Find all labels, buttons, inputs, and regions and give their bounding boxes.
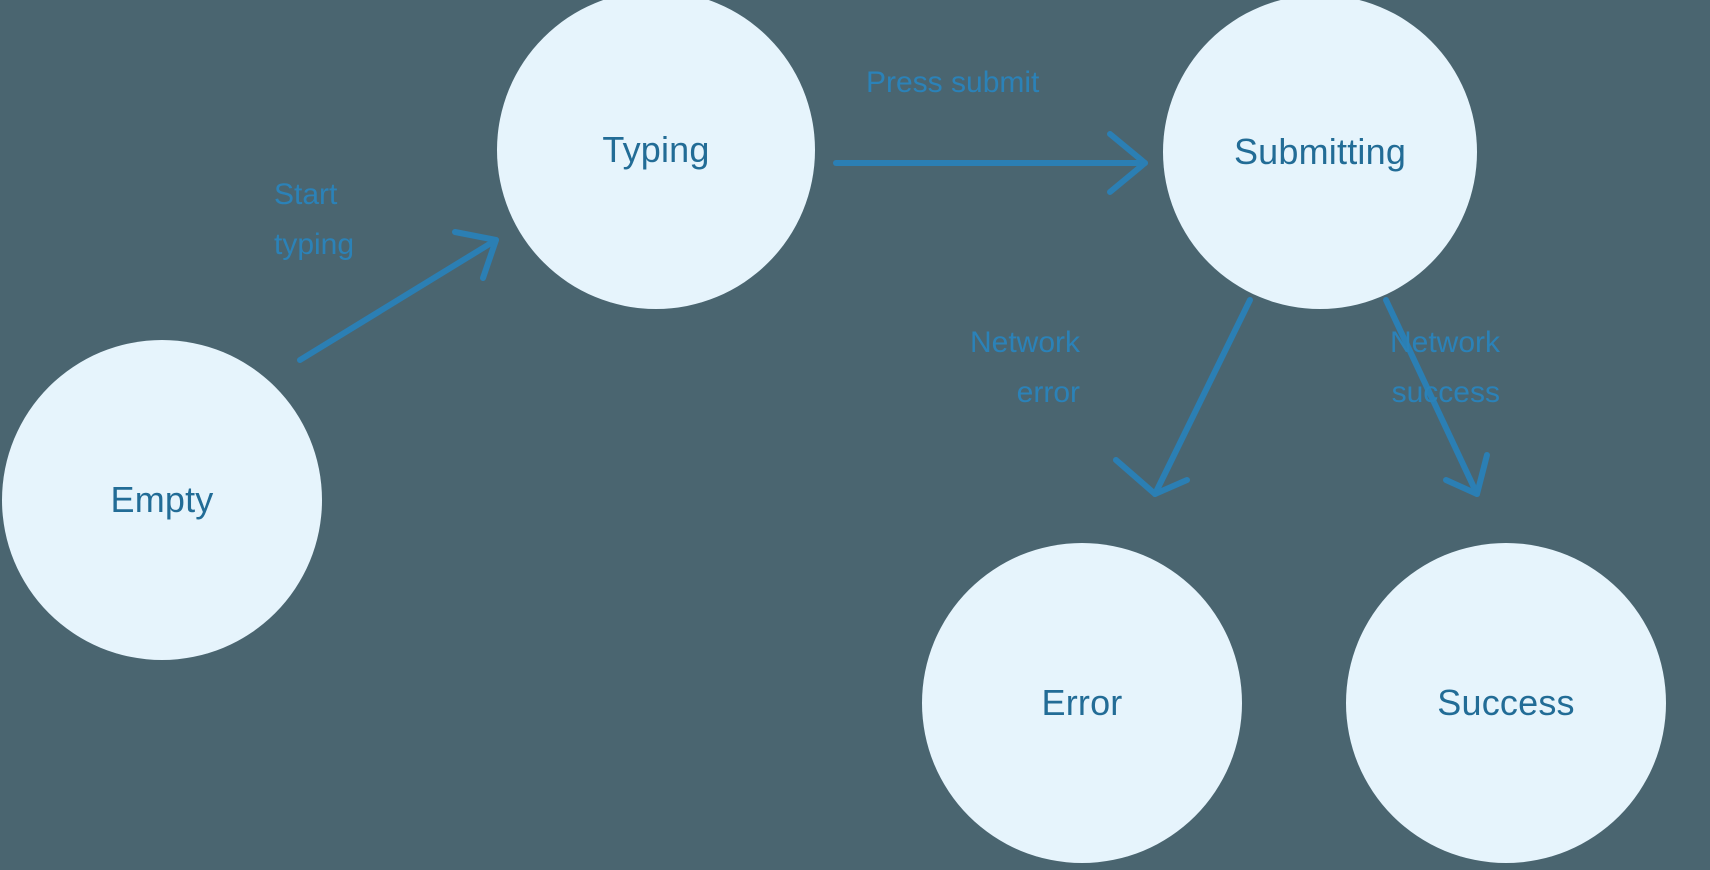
edge-submitting-to-success [1383,297,1490,497]
edge-label-empty-to-typing: Start typing [274,178,355,261]
state-node-typing[interactable]: Typing [497,0,815,309]
arrowhead-submitting-to-error [1113,457,1190,497]
state-node-error[interactable]: Error [922,543,1242,863]
edge-label-submitting-to-success: Network success [1389,326,1500,409]
state-node-empty[interactable]: Empty [2,340,322,660]
state-node-label-empty: Empty [110,479,214,520]
edge-empty-to-typing [297,229,499,363]
arrowhead-typing-to-submitting [1107,131,1148,195]
edge-typing-to-submitting [833,131,1148,195]
state-node-submitting[interactable]: Submitting [1163,0,1477,309]
edge-label-submitting-to-error: Network error [969,326,1080,409]
state-node-success[interactable]: Success [1346,543,1666,863]
state-node-label-submitting: Submitting [1233,131,1407,172]
state-node-label-success: Success [1437,682,1575,723]
edge-label-typing-to-submitting: Press submit [866,66,1040,99]
edge-line-empty-to-typing [297,237,499,363]
edge-submitting-to-error [1113,297,1253,497]
edge-line-submitting-to-success [1383,297,1480,497]
arrowhead-submitting-to-success [1443,452,1490,497]
edge-line-submitting-to-error [1152,297,1253,497]
state-node-label-typing: Typing [602,129,710,170]
state-node-label-error: Error [1041,682,1123,723]
arrowhead-empty-to-typing [452,229,499,281]
